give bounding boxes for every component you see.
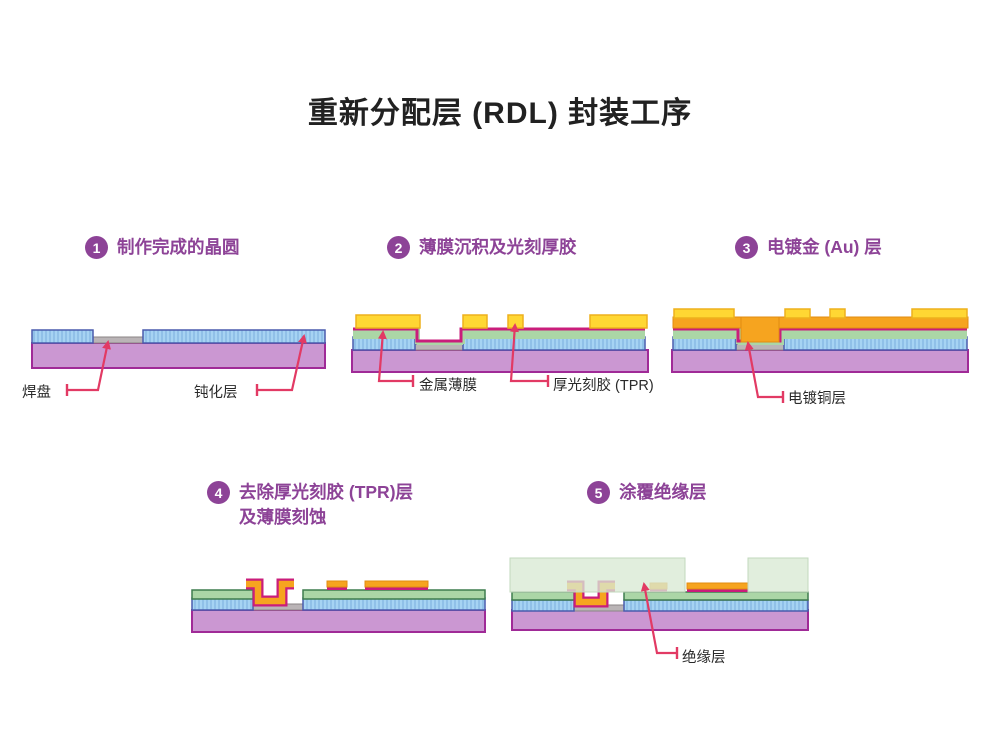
step-5-label: 涂覆绝缘层 [619,482,707,502]
copper-leader-line [744,341,783,399]
step-4-label: 去除厚光刻胶 (TPR)层 及薄膜刻蚀 [239,482,414,528]
metal-film-leader-line [377,330,413,383]
gold-trace-via [246,578,294,607]
metal-film-right [302,589,486,600]
step-5-header: 5 涂覆绝缘层 [587,480,707,505]
step-1-number-badge: 1 [85,236,108,259]
step-1-cross-section [31,329,326,396]
thick-photoresist-tabs [673,308,968,319]
bond-pad [92,336,144,344]
step-4-number-badge: 4 [207,481,230,504]
passivation-layer-right [623,599,809,612]
metal-film-annotation: 金属薄膜 [419,378,477,394]
step-3-header: 3 电镀金 (Au) 层 [735,235,882,260]
pad-annotation: 焊盘 [22,385,51,401]
passivation-layer-left [511,599,575,612]
step-1-label: 制作完成的晶圆 [117,237,240,257]
thick-photoresist-blocks [355,314,648,329]
substrate-layer [511,609,809,631]
gold-trace-small [326,580,348,590]
metal-film-right [623,591,809,601]
insulation-annotation: 绝缘层 [682,650,726,666]
step-4-cross-section [191,578,486,633]
gold-plating-layer [672,316,969,329]
step-4-header: 4 去除厚光刻胶 (TPR)层 及薄膜刻蚀 [207,480,413,531]
passivation-layer-left [31,329,94,344]
passivation-leader-line [257,334,307,392]
insulation-leader-line [640,582,677,655]
plated-copper-via [740,316,780,343]
metal-film-top-edge [353,327,645,343]
step-2-label: 薄膜沉积及光刻厚胶 [419,237,577,257]
step-2-header: 2 薄膜沉积及光刻厚胶 [387,235,577,260]
passivation-layer-right [302,597,486,611]
plated-copper-annotation: 电镀铜层 [788,391,846,407]
page-title: 重新分配层 (RDL) 封装工序 [307,97,693,130]
pad-leader-line [67,340,111,392]
passivation-annotation: 钝化层 [194,385,238,401]
substrate-layer [191,609,486,633]
metal-film-left [191,589,254,600]
gold-trace-wide [364,580,429,590]
passivation-layer-left [191,597,254,611]
metal-film-left [511,591,575,601]
substrate-layer [671,349,969,373]
thick-resist-annotation: 厚光刻胶 (TPR) [553,378,654,394]
step-5-cross-section [509,557,809,659]
passivation-layer-right [142,329,326,344]
step-2-cross-section [351,314,649,387]
substrate-layer [31,342,326,369]
gold-trace-wide [686,582,749,592]
step-1-header: 1 制作完成的晶圆 [85,235,240,260]
step-3-number-badge: 3 [735,236,758,259]
insulation-layer-left [509,557,686,593]
insulation-layer-right [747,557,809,593]
step-3-cross-section [671,308,969,403]
resist-leader-line [509,323,548,383]
step-5-number-badge: 5 [587,481,610,504]
step-2-number-badge: 2 [387,236,410,259]
substrate-layer [351,349,649,373]
step-3-label: 电镀金 (Au) 层 [767,237,882,257]
